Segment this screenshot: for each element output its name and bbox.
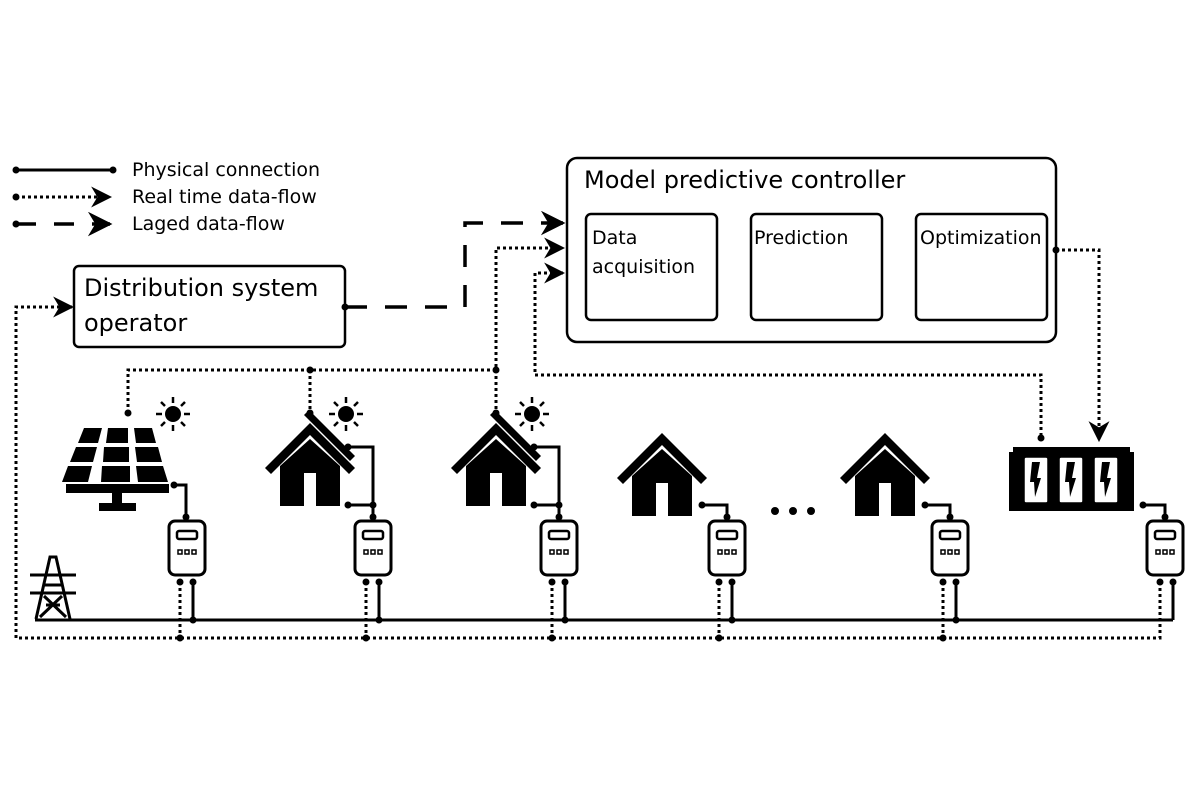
solar-park-icon: [62, 428, 169, 511]
laged-flow-dso-to-controller: [345, 210, 566, 309]
module-prediction[interactable]: Prediction: [749, 212, 884, 322]
smart-meter-icon: [707, 519, 747, 577]
house-icon: [617, 433, 707, 516]
module-data-acquisition[interactable]: Data acquisition: [584, 212, 719, 322]
distribution-system-operator[interactable]: Distribution system operator: [72, 264, 347, 349]
transmission-tower-icon: [30, 555, 76, 620]
module-optimization[interactable]: Optimization: [914, 212, 1049, 322]
sun-icon: [513, 395, 551, 433]
sun-icon: [327, 395, 365, 433]
meter-node-1[interactable]: [167, 481, 207, 642]
legend: Physical connection Real time data-flow …: [12, 159, 320, 237]
svg-text:operator: operator: [84, 309, 187, 337]
ellipsis-icon: [771, 507, 815, 515]
smart-meter-icon: [167, 519, 207, 577]
legend-laged-label: Laged data-flow: [132, 213, 285, 235]
house-icon: [840, 433, 930, 516]
svg-text:acquisition: acquisition: [592, 256, 695, 278]
legend-realtime-label: Real time data-flow: [132, 186, 317, 208]
battery-storage-icon: [1009, 447, 1134, 511]
controller-title: Model predictive controller: [584, 166, 905, 194]
smart-meter-icon: [353, 519, 393, 577]
meter-node-6[interactable]: [1139, 501, 1185, 601]
realtime-flow-meters-to-dso: [14, 296, 1162, 640]
meter-node-3[interactable]: [530, 443, 579, 642]
house-with-pv-icon: [451, 410, 541, 506]
svg-text:Data: Data: [592, 227, 637, 249]
meter-node-2[interactable]: [344, 443, 393, 642]
legend-physical: Physical connection: [12, 159, 320, 181]
smart-meter-icon: [539, 519, 579, 577]
smart-meter-icon: [930, 519, 970, 577]
svg-text:Prediction: Prediction: [754, 227, 848, 249]
legend-physical-label: Physical connection: [132, 159, 320, 181]
svg-text:Distribution system: Distribution system: [84, 274, 318, 302]
meter-node-4[interactable]: [698, 501, 747, 642]
legend-laged: Laged data-flow: [12, 211, 285, 237]
smart-meter-icon: [1145, 519, 1185, 577]
house-with-pv-icon: [265, 410, 355, 506]
realtime-flow-controller-to-battery: [1056, 248, 1110, 443]
svg-text:Optimization: Optimization: [920, 227, 1042, 249]
legend-realtime: Real time data-flow: [12, 186, 317, 208]
model-predictive-controller[interactable]: Model predictive controller Data acquisi…: [565, 156, 1058, 344]
realtime-flow-battery-to-controller: [533, 262, 1043, 436]
meter-node-5[interactable]: [921, 501, 970, 642]
sun-icon: [154, 395, 192, 433]
